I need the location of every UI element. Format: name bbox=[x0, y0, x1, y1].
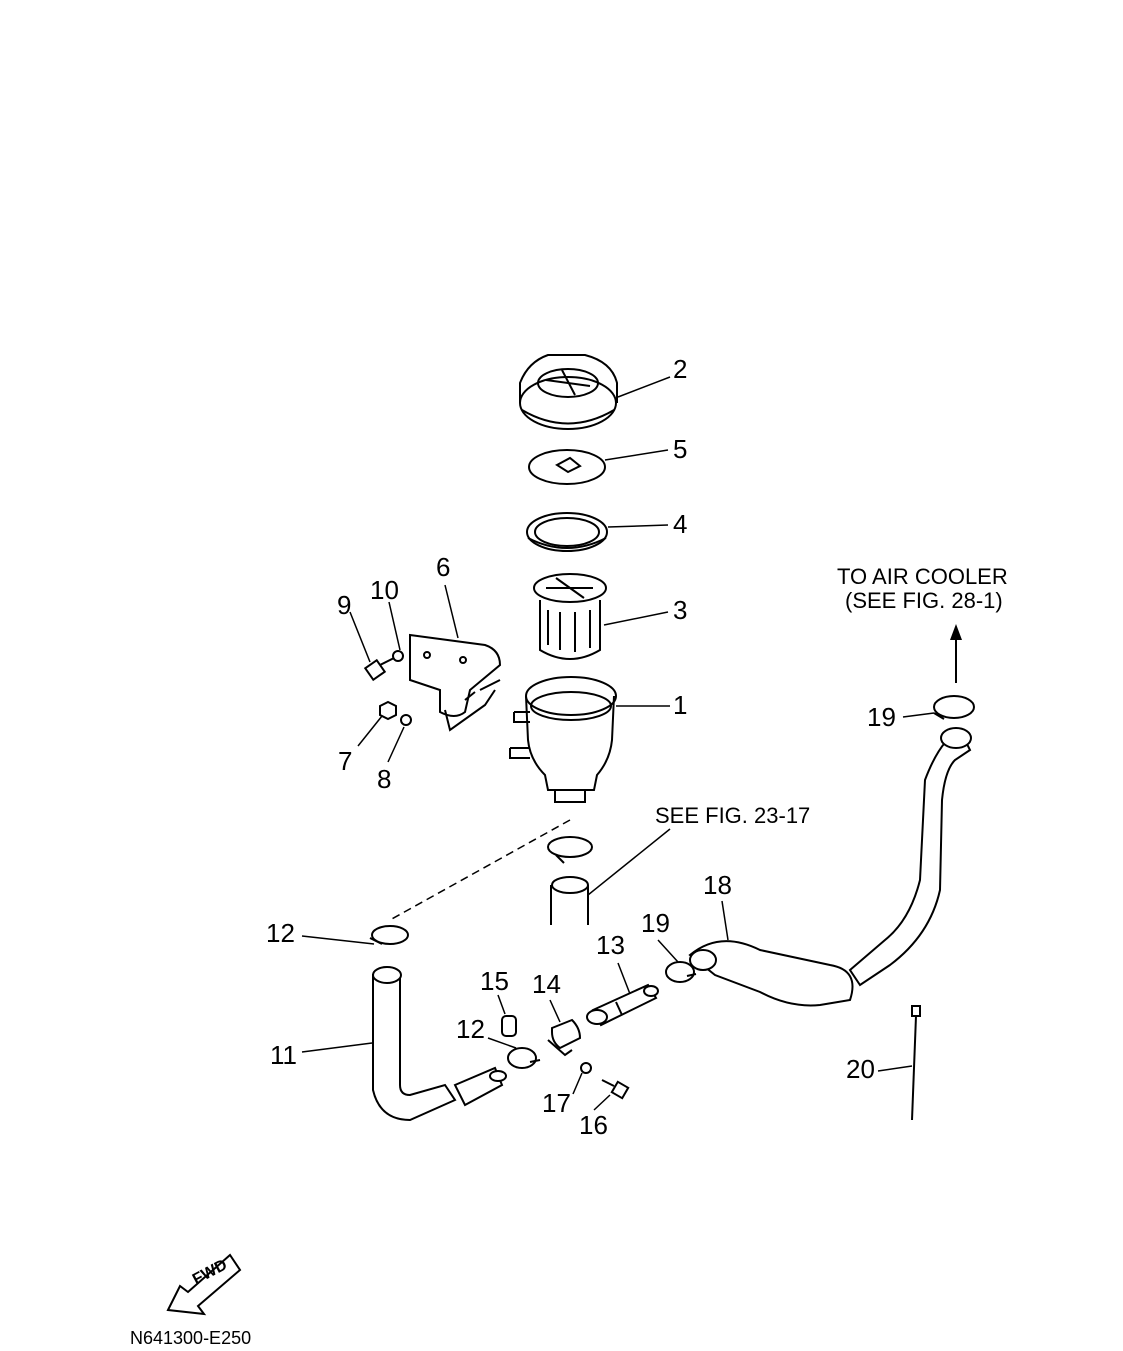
part-19-clamp-mid bbox=[665, 961, 697, 983]
part-14-clip bbox=[547, 1018, 582, 1057]
label-part-20: 20 bbox=[846, 1054, 875, 1084]
label-part-3: 3 bbox=[673, 595, 687, 625]
label-part-5: 5 bbox=[673, 434, 687, 464]
part-12-clamp-top bbox=[369, 925, 409, 945]
air-cooler-note-line1: TO AIR COOLER bbox=[837, 564, 1008, 589]
part-15-plug bbox=[501, 1015, 517, 1037]
part-12-clamp-mid bbox=[507, 1047, 541, 1069]
part-10-washer bbox=[392, 650, 404, 662]
part-1-housing bbox=[509, 676, 617, 803]
label-part-19-mid: 19 bbox=[641, 908, 670, 938]
part-4-ring bbox=[526, 512, 608, 552]
see-fig-note: SEE FIG. 23-17 bbox=[655, 803, 810, 828]
label-part-19-right: 19 bbox=[867, 702, 896, 732]
hose-stub bbox=[550, 876, 589, 925]
air-cooler-note-line2: (SEE FIG. 28-1) bbox=[845, 588, 1003, 613]
label-part-11: 11 bbox=[270, 1040, 297, 1070]
part-6-bracket bbox=[409, 633, 502, 732]
label-part-13: 13 bbox=[596, 930, 625, 960]
label-part-18: 18 bbox=[703, 870, 732, 900]
part-18-hose bbox=[688, 727, 972, 1007]
label-part-10: 10 bbox=[370, 575, 399, 605]
label-part-1: 1 bbox=[673, 690, 687, 720]
part-2-cap bbox=[519, 354, 618, 430]
part-13-pipe bbox=[586, 983, 659, 1027]
label-part-12-mid: 12 bbox=[456, 1014, 485, 1044]
label-part-9: 9 bbox=[337, 590, 351, 620]
part-9-bolt bbox=[363, 655, 399, 682]
part-5-disc bbox=[528, 449, 606, 485]
label-part-17: 17 bbox=[542, 1088, 571, 1118]
leader-lines bbox=[301, 376, 935, 1111]
label-part-4: 4 bbox=[673, 509, 687, 539]
label-part-2: 2 bbox=[673, 354, 687, 384]
part-11-hose bbox=[372, 966, 507, 1122]
fwd-arrow-icon bbox=[166, 1253, 242, 1316]
part-19-clamp-right bbox=[933, 695, 975, 720]
part-8-washer bbox=[400, 714, 412, 726]
air-cooler-arrow bbox=[950, 624, 962, 683]
label-part-6: 6 bbox=[436, 552, 450, 582]
label-part-14: 14 bbox=[532, 969, 561, 999]
connection-line bbox=[389, 819, 571, 921]
label-part-7: 7 bbox=[338, 746, 352, 776]
label-part-8: 8 bbox=[377, 764, 391, 794]
label-part-15: 15 bbox=[480, 966, 509, 996]
part-16-bolt bbox=[601, 1079, 630, 1100]
part-17-washer bbox=[580, 1062, 592, 1074]
part-7-nut bbox=[379, 700, 397, 721]
part-3-filter bbox=[533, 573, 607, 660]
housing-clamp bbox=[547, 836, 593, 864]
diagram-code: N641300-E250 bbox=[130, 1328, 251, 1348]
label-part-16: 16 bbox=[579, 1110, 608, 1140]
part-20-tie bbox=[911, 1005, 921, 1121]
label-part-12-top: 12 bbox=[266, 918, 295, 948]
